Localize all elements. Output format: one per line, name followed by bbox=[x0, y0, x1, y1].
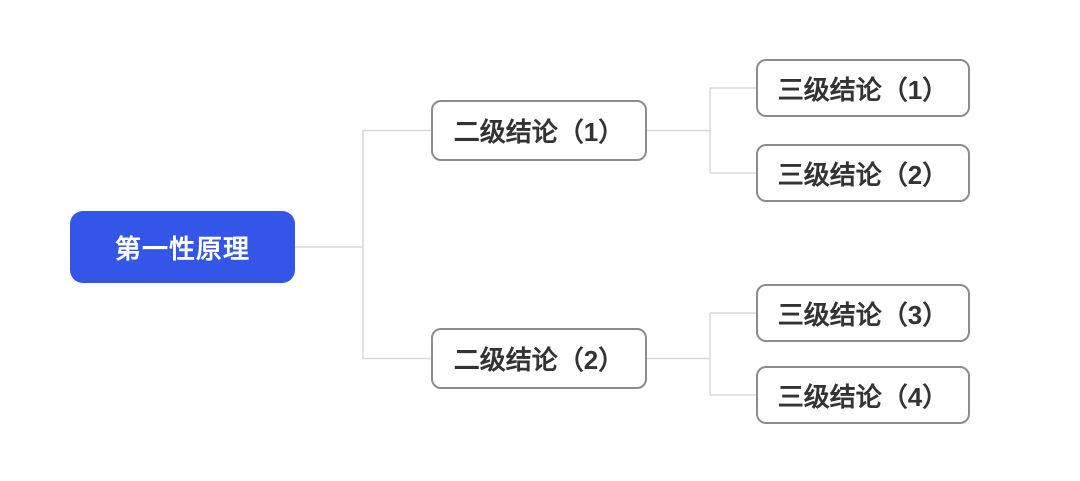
level3-node-4[interactable]: 三级结论（4） bbox=[756, 366, 970, 424]
level2-node-2[interactable]: 二级结论（2） bbox=[431, 328, 647, 389]
level3-node-3-label: 三级结论（3） bbox=[777, 299, 949, 330]
level2-node-1[interactable]: 二级结论（1） bbox=[431, 100, 647, 161]
root-node-label: 第一性原理 bbox=[114, 233, 250, 264]
level3-node-3[interactable]: 三级结论（3） bbox=[756, 284, 970, 342]
level2-node-2-label: 二级结论（2） bbox=[453, 345, 625, 375]
level3-node-1[interactable]: 三级结论（1） bbox=[756, 59, 970, 117]
level3-node-4-label: 三级结论（4） bbox=[777, 381, 949, 412]
level2-node-1-label: 二级结论（1） bbox=[453, 117, 625, 147]
level3-node-2-label: 三级结论（2） bbox=[777, 159, 949, 190]
root-node[interactable]: 第一性原理 bbox=[70, 211, 295, 283]
level3-node-2[interactable]: 三级结论（2） bbox=[756, 144, 970, 202]
level3-node-1-label: 三级结论（1） bbox=[777, 74, 949, 105]
